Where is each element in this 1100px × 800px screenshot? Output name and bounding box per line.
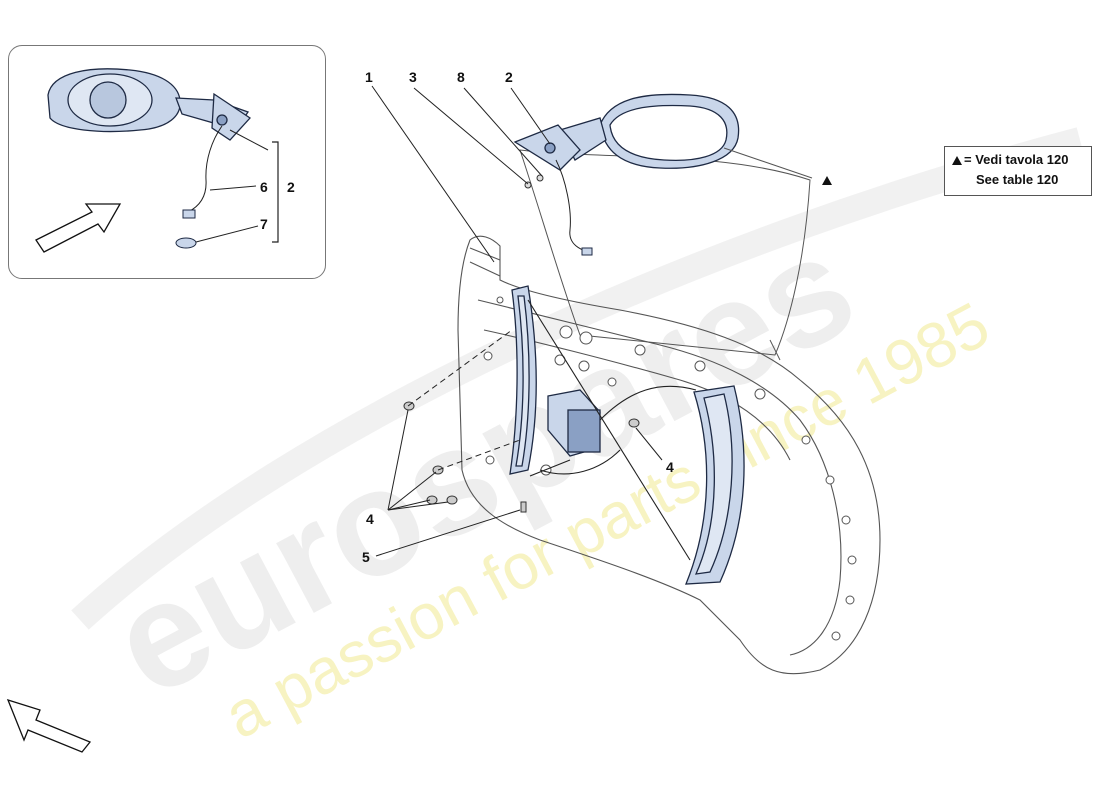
regulator-rail-left xyxy=(509,285,537,475)
inset-callout-7: 7 xyxy=(260,216,268,232)
inset-mirror xyxy=(47,68,251,141)
reference-triangle-icon xyxy=(822,176,832,185)
reference-line-2: See table 120 xyxy=(976,172,1059,187)
inset-callout-6: 6 xyxy=(260,179,268,195)
main-mirror xyxy=(513,93,740,171)
inset-wiring xyxy=(175,125,279,249)
callout-4-right: 4 xyxy=(666,459,674,475)
inset-callout-2: 2 xyxy=(287,179,295,195)
regulator-rail-right xyxy=(685,385,745,585)
direction-arrow-icon xyxy=(6,698,92,753)
reference-note-box: = Vedi tavola 120 See table 120 xyxy=(944,146,1092,196)
callout-4-left: 4 xyxy=(366,511,374,527)
callout-2: 2 xyxy=(505,69,513,85)
callout-5: 5 xyxy=(362,549,370,565)
door-frame xyxy=(457,235,881,675)
callout-8: 8 xyxy=(457,69,465,85)
main-mirror-wiring xyxy=(524,159,593,256)
reference-triangle-icon xyxy=(952,156,962,165)
leader-lines xyxy=(371,85,813,557)
regulator-motor xyxy=(547,389,601,457)
callout-3: 3 xyxy=(409,69,417,85)
direction-arrow-icon xyxy=(35,203,122,253)
regulator-cables xyxy=(527,299,697,561)
callout-1: 1 xyxy=(365,69,373,85)
reference-line-1: = Vedi tavola 120 xyxy=(964,152,1069,167)
